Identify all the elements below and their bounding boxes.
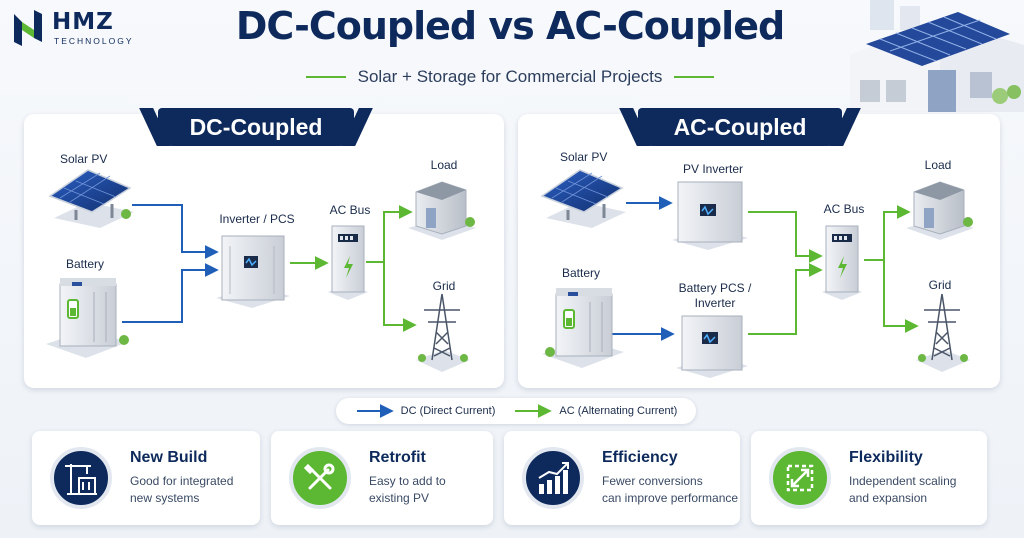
ac-battery-pcs-label-line2: Inverter	[694, 296, 736, 310]
dc-ac-bus-icon	[328, 225, 368, 300]
card-flexibility: Flexibility Independent scaling and expa…	[751, 431, 987, 525]
dc-panel-title: DC-Coupled	[158, 108, 354, 146]
card-efficiency: Efficiency Fewer conversions can improve…	[504, 431, 740, 525]
ac-arrow-pcs-to-acbus	[748, 263, 823, 335]
dc-battery-cabinet-icon	[46, 278, 129, 358]
dc-load-label: Load	[430, 158, 458, 172]
dc-battery-label: Battery	[66, 257, 105, 271]
dc-arrow-acbus-to-grid	[383, 262, 417, 332]
card-desc-line2: and expansion	[849, 491, 928, 505]
ac-battery-label: Battery	[562, 266, 601, 280]
tools-icon	[289, 447, 351, 509]
ac-acbus-label: AC Bus	[823, 202, 865, 216]
ac-load-label: Load	[924, 158, 952, 172]
legend-ac-label: AC (Alternating Current)	[559, 405, 678, 417]
ac-arrow-acbus-to-grid	[883, 260, 919, 333]
expand-arrows-icon	[769, 447, 831, 509]
dc-inverter-label: Inverter / PCS	[219, 212, 295, 226]
dc-load-building-icon	[408, 181, 476, 240]
card-desc-line2: can improve performance	[602, 491, 739, 505]
brand-logo: HMZ TECHNOLOGY	[10, 6, 170, 50]
subtitle-divider-left	[305, 76, 346, 78]
legend-item-ac: AC (Alternating Current)	[513, 404, 678, 418]
card-desc-line1: Good for integrated	[130, 474, 234, 488]
ac-load-building-icon	[906, 181, 974, 240]
ac-battery-pcs-label-line1: Battery PCS /	[678, 281, 752, 295]
ac-arrow-pvinverter-to-acbus	[748, 211, 823, 263]
ac-battery-pcs-icon	[676, 315, 748, 378]
brand-tagline: TECHNOLOGY	[54, 35, 134, 46]
page-title: DC-Coupled vs AC-Coupled	[235, 4, 785, 48]
ac-grid-label: Grid	[928, 278, 952, 292]
ac-panel-title: AC-Coupled	[638, 108, 842, 146]
legend-dc-label: DC (Direct Current)	[400, 405, 496, 417]
ac-pv-inverter-icon	[672, 181, 748, 250]
card-desc-line1: Easy to add to	[369, 474, 446, 488]
card-desc-line2: existing PV	[369, 491, 430, 505]
dc-arrow-solar-to-inverter	[132, 204, 219, 259]
page-subtitle: Solar + Storage for Commercial Projects	[357, 67, 663, 86]
ac-solar-panel-icon	[540, 169, 626, 228]
ac-grid-tower-icon	[916, 293, 970, 372]
card-desc-line1: Independent scaling	[849, 474, 957, 488]
dc-acbus-label: AC Bus	[329, 203, 371, 217]
ac-arrow-icon	[515, 404, 553, 418]
legend-item-dc: DC (Direct Current)	[355, 404, 496, 418]
growth-chart-icon	[522, 447, 584, 509]
brand-name: HMZ	[52, 8, 114, 35]
subtitle-row: Solar + Storage for Commercial Projects	[270, 64, 750, 90]
card-title: Flexibility	[849, 449, 923, 466]
ac-battery-pcs-label: Battery PCS / Inverter	[660, 281, 770, 311]
dc-arrow-acbus-to-load	[366, 205, 413, 263]
dc-arrow-battery-to-inverter	[122, 263, 219, 323]
subtitle-divider-right	[674, 76, 715, 78]
card-title: Retrofit	[369, 449, 426, 466]
card-title: New Build	[130, 449, 208, 466]
ac-ac-bus-icon	[822, 225, 862, 300]
card-title: Efficiency	[602, 449, 678, 466]
dc-arrow-icon	[356, 404, 394, 418]
card-new-build: New Build Good for integrated new system…	[32, 431, 260, 525]
card-desc-line1: Fewer conversions	[602, 474, 703, 488]
dc-inverter-pcs-icon	[216, 235, 290, 308]
dc-solar-panel-icon	[48, 169, 134, 228]
hmz-logo-icon	[14, 10, 42, 46]
legend: DC (Direct Current) AC (Alternating Curr…	[336, 398, 696, 424]
ac-solar-label: Solar PV	[560, 150, 608, 164]
card-retrofit: Retrofit Easy to add to existing PV	[271, 431, 493, 525]
dc-grid-tower-icon	[416, 293, 470, 372]
ac-arrow-acbus-to-load	[864, 205, 911, 261]
ac-battery-cabinet-icon	[542, 288, 624, 368]
dc-grid-label: Grid	[432, 279, 456, 293]
dc-solar-label: Solar PV	[60, 152, 108, 166]
warehouse-illustration	[850, 0, 1024, 112]
card-desc-line2: new systems	[130, 491, 200, 505]
building-crane-icon	[50, 447, 112, 509]
ac-pvinverter-label: PV Inverter	[682, 162, 744, 176]
